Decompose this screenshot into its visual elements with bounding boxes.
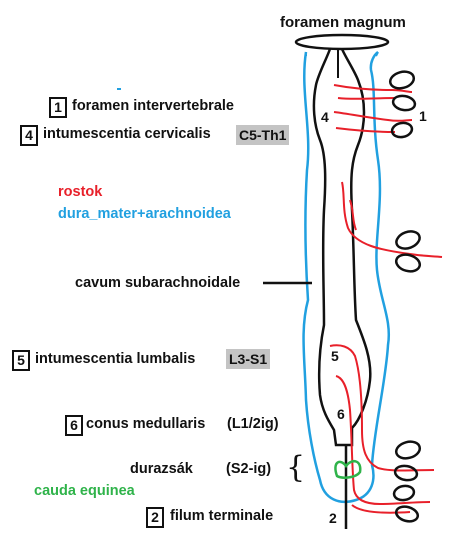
- vertebrae: [388, 70, 422, 523]
- vertebra-1a: [388, 70, 416, 90]
- vertebra-3d: [394, 505, 420, 523]
- filum-terminale-label: filum terminale: [170, 508, 274, 524]
- box-number-5: 5: [12, 350, 30, 371]
- conus-range: (L1/2ig): [227, 416, 279, 432]
- diagram-number-6: 6: [337, 406, 345, 422]
- box-number-6: 6: [65, 415, 83, 436]
- cervicalis-range: C5-Th1: [236, 125, 290, 145]
- foramen-intervertebrale-label: foramen intervertebrale: [72, 98, 234, 114]
- foramen-magnum-label: foramen magnum: [280, 14, 406, 31]
- box-number-2: 2: [146, 507, 164, 528]
- nerve-root-9: [351, 504, 411, 514]
- cavum-subarachnoidale-label: cavum subarachnoidale: [75, 275, 241, 291]
- nerve-root-8: [335, 375, 431, 506]
- dura-label: dura_mater+arachnoidea: [58, 206, 231, 222]
- nerve-root-6: [349, 199, 357, 231]
- rostok-label: rostok: [58, 184, 103, 200]
- diagram-number-2: 2: [329, 510, 337, 526]
- nerve-root-3: [333, 111, 413, 122]
- diagram-number-4: 4: [321, 109, 329, 125]
- foramen-magnum-ring: [294, 33, 390, 51]
- durazsak-label: durazsák: [130, 461, 193, 477]
- spinal-cord-outline: [312, 48, 372, 447]
- cauda-equinea-mark: [334, 459, 362, 479]
- vertebra-1b: [391, 94, 417, 112]
- box-number-1: 1: [49, 97, 67, 118]
- nerve-roots: [329, 84, 443, 514]
- dura-mater-outline: [302, 51, 391, 504]
- conus-medullaris-label: conus medullaris: [86, 416, 206, 432]
- lumbalis-range: L3-S1: [226, 349, 271, 369]
- durazsak-brace: {: [286, 450, 306, 485]
- diagram-number-1: 1: [419, 108, 427, 124]
- nerve-root-7: [329, 344, 435, 472]
- vertebra-2b: [394, 253, 422, 273]
- vertebra-3a: [394, 440, 422, 460]
- intumescentia-cervicalis-label: intumescentia cervicalis: [43, 126, 211, 142]
- vertebra-3c: [392, 484, 416, 502]
- nerve-root-4: [335, 127, 396, 133]
- intumescentia-lumbalis-label: intumescentia lumbalis: [35, 351, 196, 367]
- nerve-root-5: [341, 181, 443, 258]
- cauda-equinea-label: cauda equinea: [34, 483, 135, 499]
- nerve-root-2: [337, 97, 396, 100]
- vertebra-1c: [390, 121, 414, 139]
- nerve-root-1: [333, 84, 413, 93]
- diagram-number-5: 5: [331, 348, 339, 364]
- box-number-4: 4: [20, 125, 38, 146]
- vertebra-2a: [395, 230, 421, 250]
- vertebra-3b: [393, 464, 419, 482]
- dura-inner-line: [305, 51, 379, 57]
- durazsak-range: (S2-ig): [226, 461, 272, 477]
